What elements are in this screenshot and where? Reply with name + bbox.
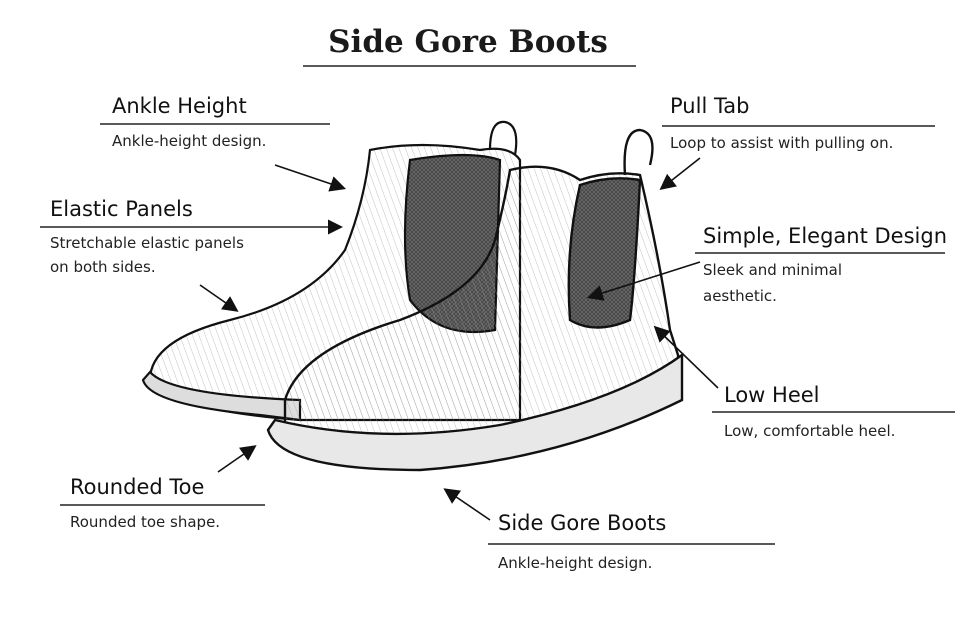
callout-desc-rounded-toe: Rounded toe shape. <box>70 513 221 531</box>
callout-heading-elastic-panels: Elastic Panels <box>50 197 193 221</box>
callout-heading-rounded-toe: Rounded Toe <box>70 475 205 499</box>
callout-desc-simple-elegant-design-1: Sleek and minimal <box>703 261 843 279</box>
callout-heading-pull-tab: Pull Tab <box>670 94 750 118</box>
callout-heading-low-heel: Low Heel <box>724 383 820 407</box>
callout-heading-side-gore-boots: Side Gore Boots <box>498 511 667 535</box>
callout-heading-simple-elegant-design: Simple, Elegant Design <box>703 224 948 248</box>
callout-arrows <box>199 157 719 521</box>
callout-desc-elastic-panels-2: on both sides. <box>50 258 156 276</box>
page-title: Side Gore Boots <box>328 24 608 60</box>
callout-desc-side-gore-boots: Ankle-height design. <box>498 554 653 572</box>
underlines <box>40 65 955 545</box>
callout-heading-ankle-height: Ankle Height <box>112 94 247 118</box>
callout-desc-pull-tab: Loop to assist with pulling on. <box>670 134 894 152</box>
front-boot <box>266 128 684 472</box>
callout-desc-simple-elegant-design-2: aesthetic. <box>703 287 777 305</box>
callout-desc-elastic-panels-1: Stretchable elastic panels <box>50 234 244 252</box>
callout-desc-ankle-height: Ankle-height design. <box>112 132 267 150</box>
callout-desc-low-heel: Low, comfortable heel. <box>724 422 896 440</box>
